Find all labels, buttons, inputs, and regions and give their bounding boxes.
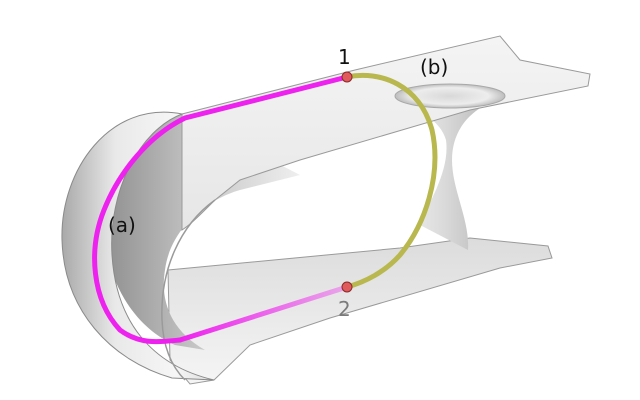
path-a-curve [92, 74, 350, 345]
point-1-marker [341, 71, 353, 83]
point-2-label: 2 [338, 297, 351, 321]
path-a-label: (a) [108, 213, 136, 237]
loop-outer [61, 111, 215, 381]
path-b-curve [344, 72, 438, 290]
path-b-label: (b) [420, 55, 448, 79]
point-2-marker [341, 281, 353, 293]
wormhole-neck [392, 100, 496, 250]
top-sheet [181, 35, 591, 231]
point-1-label: 1 [338, 45, 351, 69]
path-a-curve-faded [177, 284, 350, 343]
funnel-hole [394, 83, 506, 109]
loop-front-edge [161, 199, 216, 381]
bottom-sheet [167, 237, 553, 385]
